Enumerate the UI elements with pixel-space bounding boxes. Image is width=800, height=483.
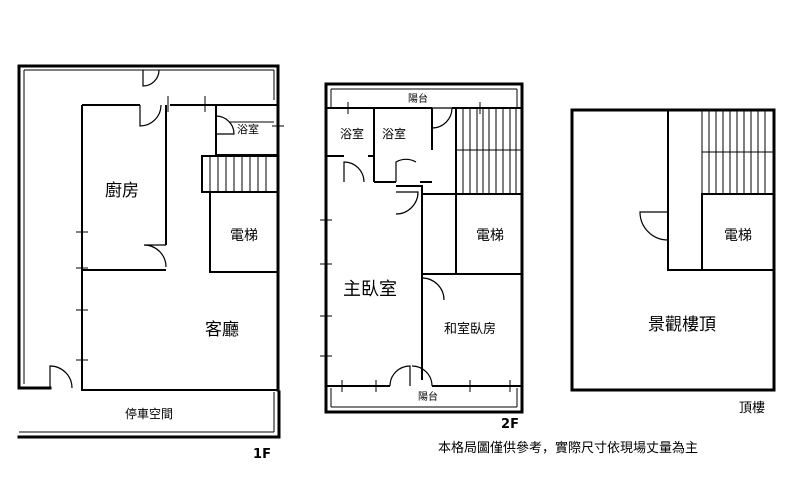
floor-1-outer-wall: [17, 64, 280, 392]
room-label-tatami-bedroom: 和室臥房: [444, 321, 496, 337]
balcony-top-door: [431, 107, 453, 129]
room-label-2f-bathroom-left: 浴室: [340, 126, 364, 141]
floor-1-stairs: [201, 155, 279, 193]
bathroom-left-door: [343, 161, 365, 183]
kitchen-wall: [81, 104, 278, 271]
roof-plan: 電梯 景觀樓頂 頂樓: [570, 108, 776, 416]
living-room-wall: [81, 270, 278, 391]
floor-1-elevator-shaft: [209, 191, 279, 273]
room-label-2f-elevator: 電梯: [476, 228, 504, 244]
room-label-roof-terrace: 景觀樓頂: [648, 315, 716, 335]
floor-1-entrance-door: [49, 365, 73, 389]
floor-2-elevator-shaft: [455, 193, 523, 275]
floor-1-window-marks: [76, 96, 284, 361]
room-label-master-bedroom: 主臥室: [343, 279, 397, 300]
bathroom-right-door: [395, 158, 417, 182]
master-bedroom-door: [395, 191, 419, 215]
roof-elevator-shaft: [701, 193, 775, 271]
roof-stairs: [667, 110, 774, 271]
parking-boundary: [17, 390, 281, 439]
floor-label-1f: 1F: [253, 447, 271, 462]
floor-2-window-marks: [320, 102, 511, 392]
room-label-1f-bathroom: 浴室: [237, 122, 259, 136]
kitchen-side-door: [143, 244, 167, 268]
room-label-parking: 停車空間: [125, 406, 173, 421]
floor-2-stairs: [455, 107, 523, 195]
disclaimer-note: 本格局圖僅供參考，實際尺寸依現場丈量為主: [438, 440, 698, 456]
floor-1-top-door: [142, 69, 160, 87]
room-label-roof-elevator: 電梯: [724, 228, 752, 244]
floor-2-plan: 陽台 浴室 浴室 電梯 主臥室 和室臥房 陽台 2F: [320, 82, 524, 432]
bathrooms-wall: [326, 108, 433, 183]
master-bedroom-wall: [396, 185, 456, 380]
balcony-bottom-door: [389, 365, 411, 387]
floor-2-outer-wall: [324, 82, 524, 414]
floor-1-bathroom-door: [215, 115, 235, 135]
room-label-1f-elevator: 電梯: [230, 228, 258, 244]
floor-label-2f: 2F: [501, 417, 519, 432]
tatami-door: [421, 277, 445, 301]
floor-1-plan: 廚房 浴室 電梯 客廳 停車空間 1F: [17, 64, 284, 462]
room-label-kitchen: 廚房: [105, 180, 139, 201]
floor-label-roof: 頂樓: [739, 401, 765, 416]
room-label-balcony-top: 陽台: [408, 92, 428, 105]
room-label-2f-bathroom-right: 浴室: [382, 126, 406, 141]
balcony-bottom-door-2: [411, 365, 433, 387]
room-label-balcony-bottom: 陽台: [418, 390, 438, 403]
roof-door: [639, 211, 669, 241]
room-label-living-room: 客廳: [205, 320, 239, 340]
kitchen-door: [139, 104, 162, 127]
